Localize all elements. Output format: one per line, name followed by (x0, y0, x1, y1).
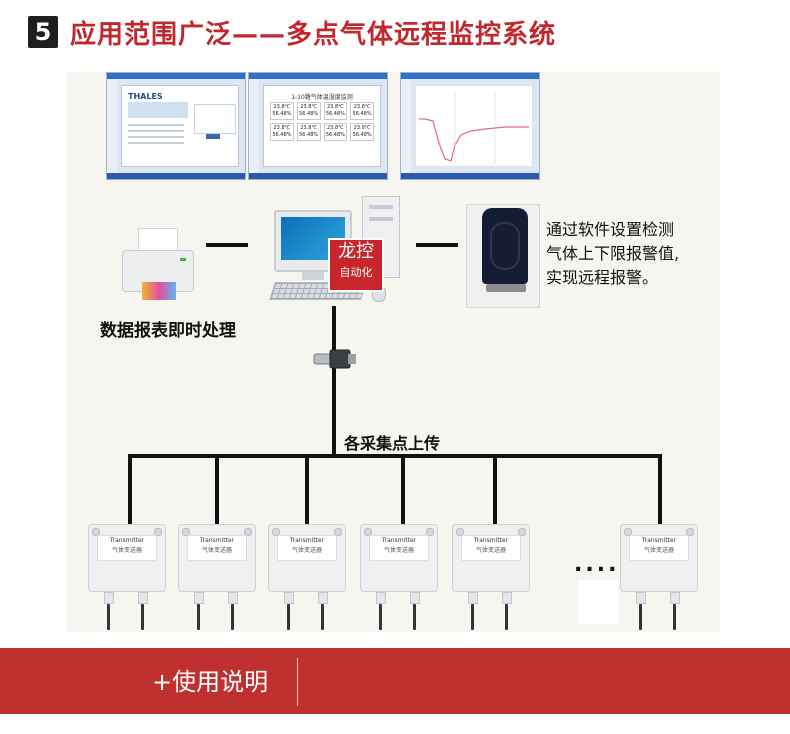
cable-gland (194, 592, 204, 604)
cable-gland (410, 592, 420, 604)
login-screenshot: THALES (106, 72, 246, 180)
printed-report (142, 282, 176, 300)
alarm-base (486, 284, 526, 292)
drop-line (128, 454, 132, 526)
cable-gland (636, 592, 646, 604)
printer-led (180, 258, 186, 261)
drop-line (401, 454, 405, 526)
cable-gland (138, 592, 148, 604)
alarm-connector (416, 243, 458, 247)
cable (231, 604, 234, 630)
cable (639, 604, 642, 630)
cable (197, 604, 200, 630)
alarm-speaker-icon (482, 208, 528, 284)
cable-gland (228, 592, 238, 604)
monitor-stand (302, 272, 324, 280)
section-number-badge: 5 (28, 16, 58, 48)
alarm-description: 通过软件设置检测 气体上下限报警值, 实现远程报警。 (546, 220, 680, 287)
desktop-icons (401, 79, 411, 173)
login-text-lines (128, 124, 184, 148)
taskbar (401, 173, 539, 179)
title-bar (401, 73, 539, 79)
serial-converter-icon (313, 349, 356, 369)
cable (413, 604, 416, 630)
taskbar (249, 173, 387, 179)
title-bar (107, 73, 245, 79)
curve-plot-area (415, 85, 533, 167)
cable (673, 604, 676, 630)
cable-gland (284, 592, 294, 604)
title-bar (249, 73, 387, 79)
cable (107, 604, 110, 630)
usage-instructions-link[interactable]: +使用说明 (152, 668, 269, 696)
cable (505, 604, 508, 630)
cable-gland (670, 592, 680, 604)
upload-label: 各采集点上传 (344, 434, 441, 453)
drop-line (658, 454, 662, 526)
trend-curve (415, 85, 533, 167)
login-button (206, 134, 220, 139)
footer-divider (297, 658, 298, 706)
placeholder-block (578, 580, 618, 624)
brand-logo: 龙控 自动化 (328, 238, 384, 292)
ellipsis: .... (574, 552, 620, 577)
cable (471, 604, 474, 630)
cable (141, 604, 144, 630)
desktop-icons (107, 79, 117, 173)
printer-label: 数据报表即时处理 (100, 321, 236, 341)
drop-line (493, 454, 497, 526)
cable (321, 604, 324, 630)
readings-title: 1-10路气体温湿度监测 (291, 94, 353, 101)
brand-name: 龙控 (338, 241, 374, 262)
section-title: 应用范围广泛——多点气体远程监控系统 (70, 20, 557, 50)
main-trunk-line (332, 306, 336, 454)
cable-gland (376, 592, 386, 604)
brand-subtitle: 自动化 (339, 266, 373, 279)
cable-gland (502, 592, 512, 604)
cable-gland (104, 592, 114, 604)
desktop-icons (249, 79, 259, 173)
curve-screenshot (400, 72, 540, 180)
login-logo: THALES (128, 92, 163, 101)
login-form (194, 104, 236, 134)
login-banner (128, 102, 188, 118)
printer-connector (206, 243, 248, 247)
cable (287, 604, 290, 630)
curve-line (419, 118, 529, 162)
cable-gland (468, 592, 478, 604)
drop-line (305, 454, 309, 526)
bus-line (128, 454, 662, 458)
cable-gland (318, 592, 328, 604)
login-window: THALES (121, 85, 239, 167)
taskbar (107, 173, 245, 179)
footer-bar (0, 648, 790, 714)
cable (379, 604, 382, 630)
drop-line (215, 454, 219, 526)
